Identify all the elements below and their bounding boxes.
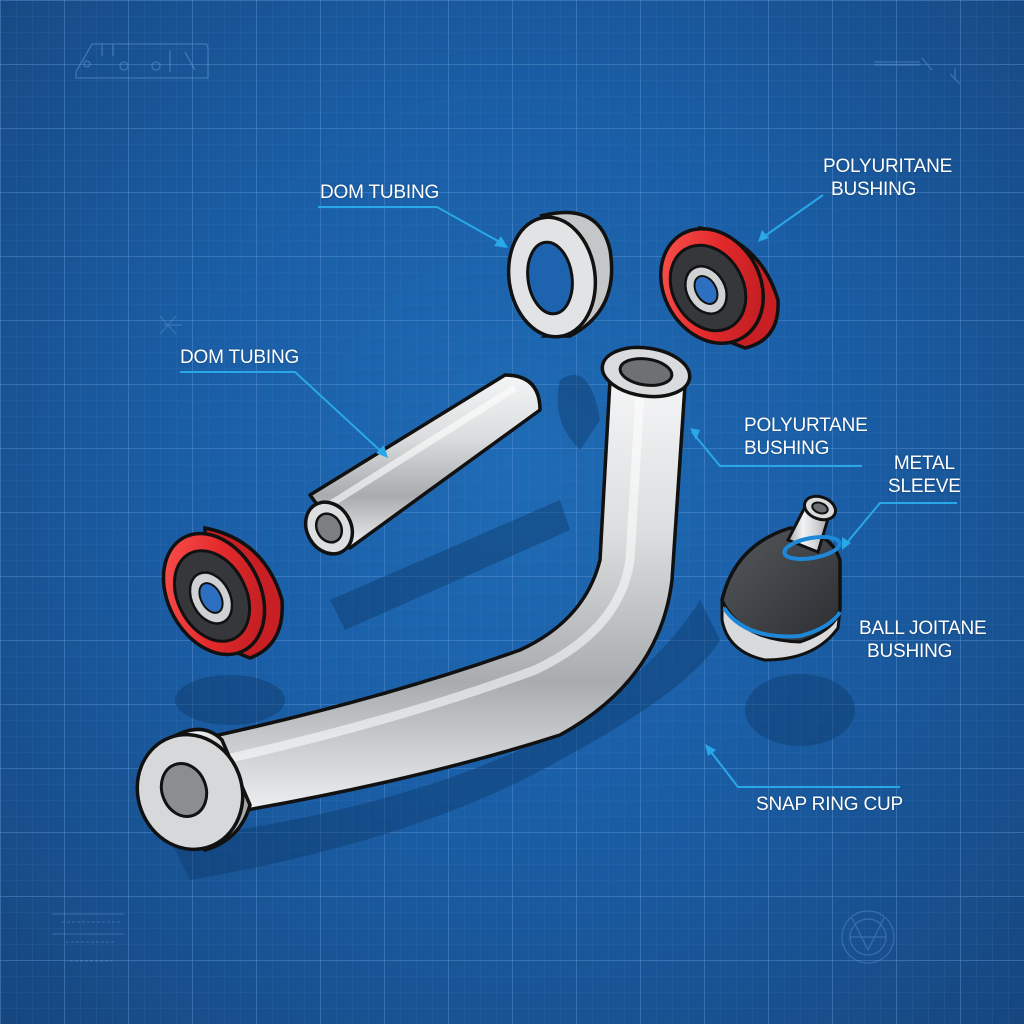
label-line: SLEEVE xyxy=(888,476,961,497)
straight-dom-tube xyxy=(303,373,542,556)
label-line: DOM TUBING xyxy=(180,347,300,368)
corner-sketch-bolt-icon xyxy=(874,57,961,85)
label-dom-tubing-left: DOM TUBING xyxy=(180,346,299,369)
corner-sketch-notes xyxy=(52,913,124,962)
label-line: BUSHING xyxy=(867,641,953,662)
label-line: BUSHING xyxy=(744,438,830,459)
label-metal-sleeve: METAL SLEEVE xyxy=(888,452,961,498)
callout-arrowheads xyxy=(376,230,851,756)
callout-lines xyxy=(180,194,957,788)
label-snap-ring-cup: SNAP RING CUP xyxy=(756,793,903,816)
label-line: METAL xyxy=(893,453,955,474)
label-line: BUSHING xyxy=(831,179,917,200)
corner-sketch-vehicle-icon xyxy=(75,43,209,79)
label-ball-joitane-bushing: BALL JOITANE BUSHING xyxy=(859,617,987,663)
label-line: BALL JOITANE xyxy=(859,618,987,639)
red-polyurethane-bushing-top xyxy=(658,225,780,350)
label-polyuritane-bushing-top: POLYURITANE BUSHING xyxy=(823,155,952,201)
label-line: POLYURTANE xyxy=(744,415,868,436)
label-line: SNAP RING CUP xyxy=(756,794,903,815)
label-line: POLYURITANE xyxy=(823,156,953,177)
drop-shadows xyxy=(170,375,855,880)
ball-joint xyxy=(720,494,842,662)
bent-control-arm-tube xyxy=(203,345,692,814)
metal-ring xyxy=(506,210,614,339)
sketch-x-mark xyxy=(159,315,182,335)
red-polyurethane-bushing-left xyxy=(161,525,284,660)
label-dom-tubing-top: DOM TUBING xyxy=(320,181,439,204)
corner-sketch-wheel-icon xyxy=(841,910,895,964)
end-cup xyxy=(135,727,252,853)
label-polyurtane-bushing-mid: POLYURTANE BUSHING xyxy=(744,414,868,460)
label-line: DOM TUBING xyxy=(320,182,440,203)
